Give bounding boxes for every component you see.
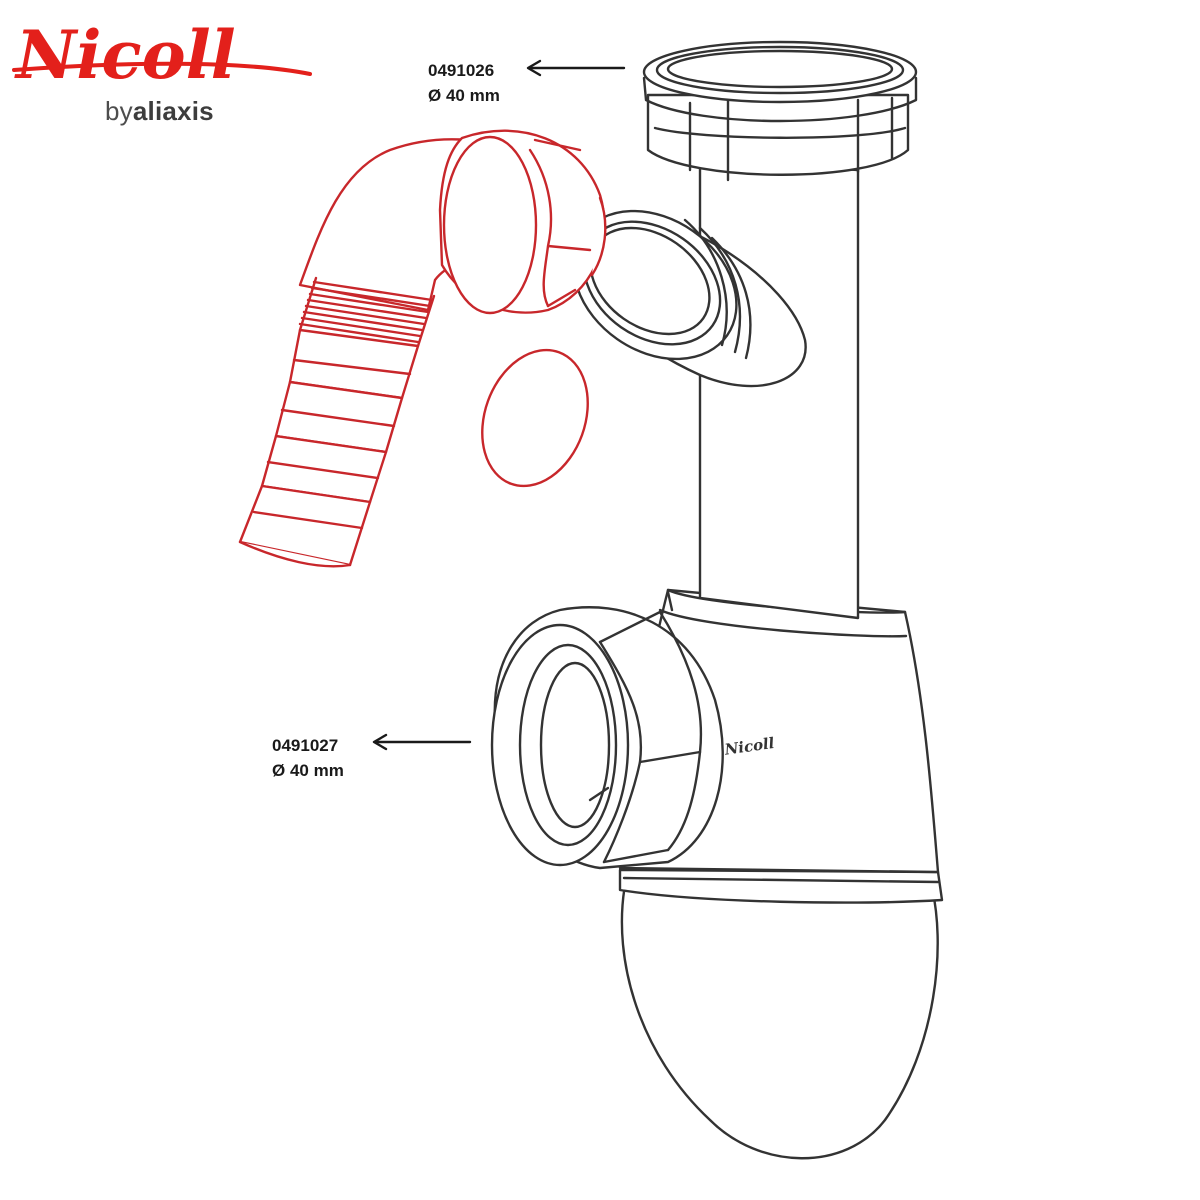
union-nut bbox=[438, 129, 607, 315]
diameter: Ø 40 mm bbox=[272, 761, 344, 780]
tagline-by: by bbox=[105, 96, 133, 126]
siphon-body: Nicoll bbox=[490, 40, 944, 1160]
threaded-section bbox=[298, 276, 436, 348]
svg-text:Nicoll: Nicoll bbox=[14, 16, 236, 94]
red-elbow-assembly bbox=[238, 129, 607, 568]
side-inlet bbox=[572, 209, 807, 388]
vertical-tube bbox=[698, 158, 860, 620]
lower-outlet-nut bbox=[490, 606, 724, 870]
bottle-trap bbox=[620, 878, 939, 1160]
callout-label-top: 0491026 Ø 40 mm bbox=[428, 58, 500, 108]
nicoll-logo: Nicoll bbox=[12, 16, 312, 94]
callout-arrow-top bbox=[526, 59, 626, 77]
diameter: Ø 40 mm bbox=[428, 86, 500, 105]
callout-label-bottom: 0491027 Ø 40 mm bbox=[272, 733, 344, 783]
part-number: 0491027 bbox=[272, 736, 339, 755]
seal-disc bbox=[481, 348, 589, 488]
hose-tail bbox=[238, 328, 420, 568]
top-nut bbox=[642, 40, 918, 182]
part-number: 0491026 bbox=[428, 61, 495, 80]
callout-arrow-bottom bbox=[372, 733, 472, 751]
tagline-company: aliaxis bbox=[132, 96, 214, 126]
brand-tagline: byaliaxis bbox=[105, 96, 214, 127]
